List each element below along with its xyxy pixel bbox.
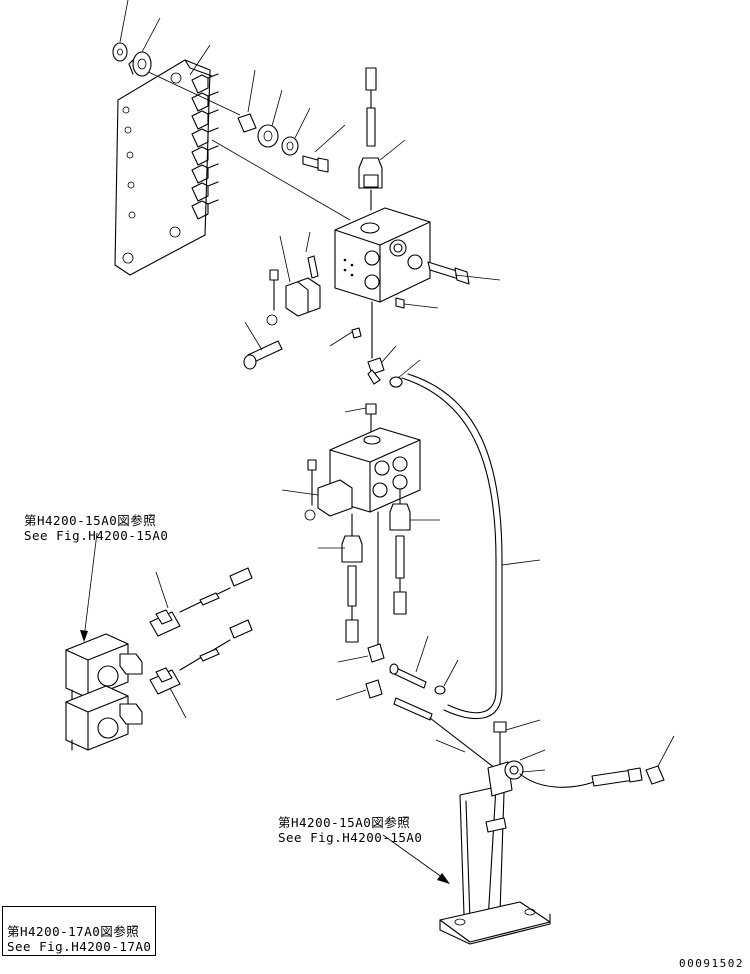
mounting-plate-assembly xyxy=(114,59,351,276)
reference-note-left: 第H4200-15A0図参照 See Fig.H4200-15A0 xyxy=(24,498,168,543)
upper-valve-block xyxy=(334,207,501,309)
support-stand xyxy=(439,719,551,945)
drawing-code: 00091502 xyxy=(679,957,744,970)
reference-note-boxed-en: See Fig.H4200-17A0 xyxy=(7,939,152,954)
right-hose-fitting xyxy=(519,735,675,788)
lower-right-pressure-sensor xyxy=(389,489,440,615)
elbow-fittings xyxy=(367,301,421,388)
reference-leaders xyxy=(80,532,450,884)
left-solenoid-coils xyxy=(65,633,143,751)
left-pressure-sensors xyxy=(149,567,253,719)
flexible-hose xyxy=(401,373,541,720)
reference-note-bottom: 第H4200-15A0図参照 See Fig.H4200-15A0 xyxy=(278,800,422,845)
upper-pressure-sensor xyxy=(358,67,406,211)
lower-fittings xyxy=(335,511,501,773)
upper-solenoid-connector xyxy=(243,231,362,370)
lower-left-pressure-sensor xyxy=(318,513,363,643)
reference-note-left-en: See Fig.H4200-15A0 xyxy=(24,528,169,543)
reference-note-bottom-en: See Fig.H4200-15A0 xyxy=(278,830,423,845)
lower-solenoid-connector xyxy=(281,459,353,521)
reference-note-boxed-jp: 第H4200-17A0図参照 xyxy=(7,924,140,939)
washer-parts xyxy=(112,0,211,77)
reference-note-boxed: 第H4200-17A0図参照 See Fig.H4200-17A0 xyxy=(2,906,157,956)
reference-note-bottom-jp: 第H4200-15A0図参照 xyxy=(278,815,411,830)
spacer-bolt-parts xyxy=(237,69,346,173)
reference-note-left-jp: 第H4200-15A0図参照 xyxy=(24,513,157,528)
